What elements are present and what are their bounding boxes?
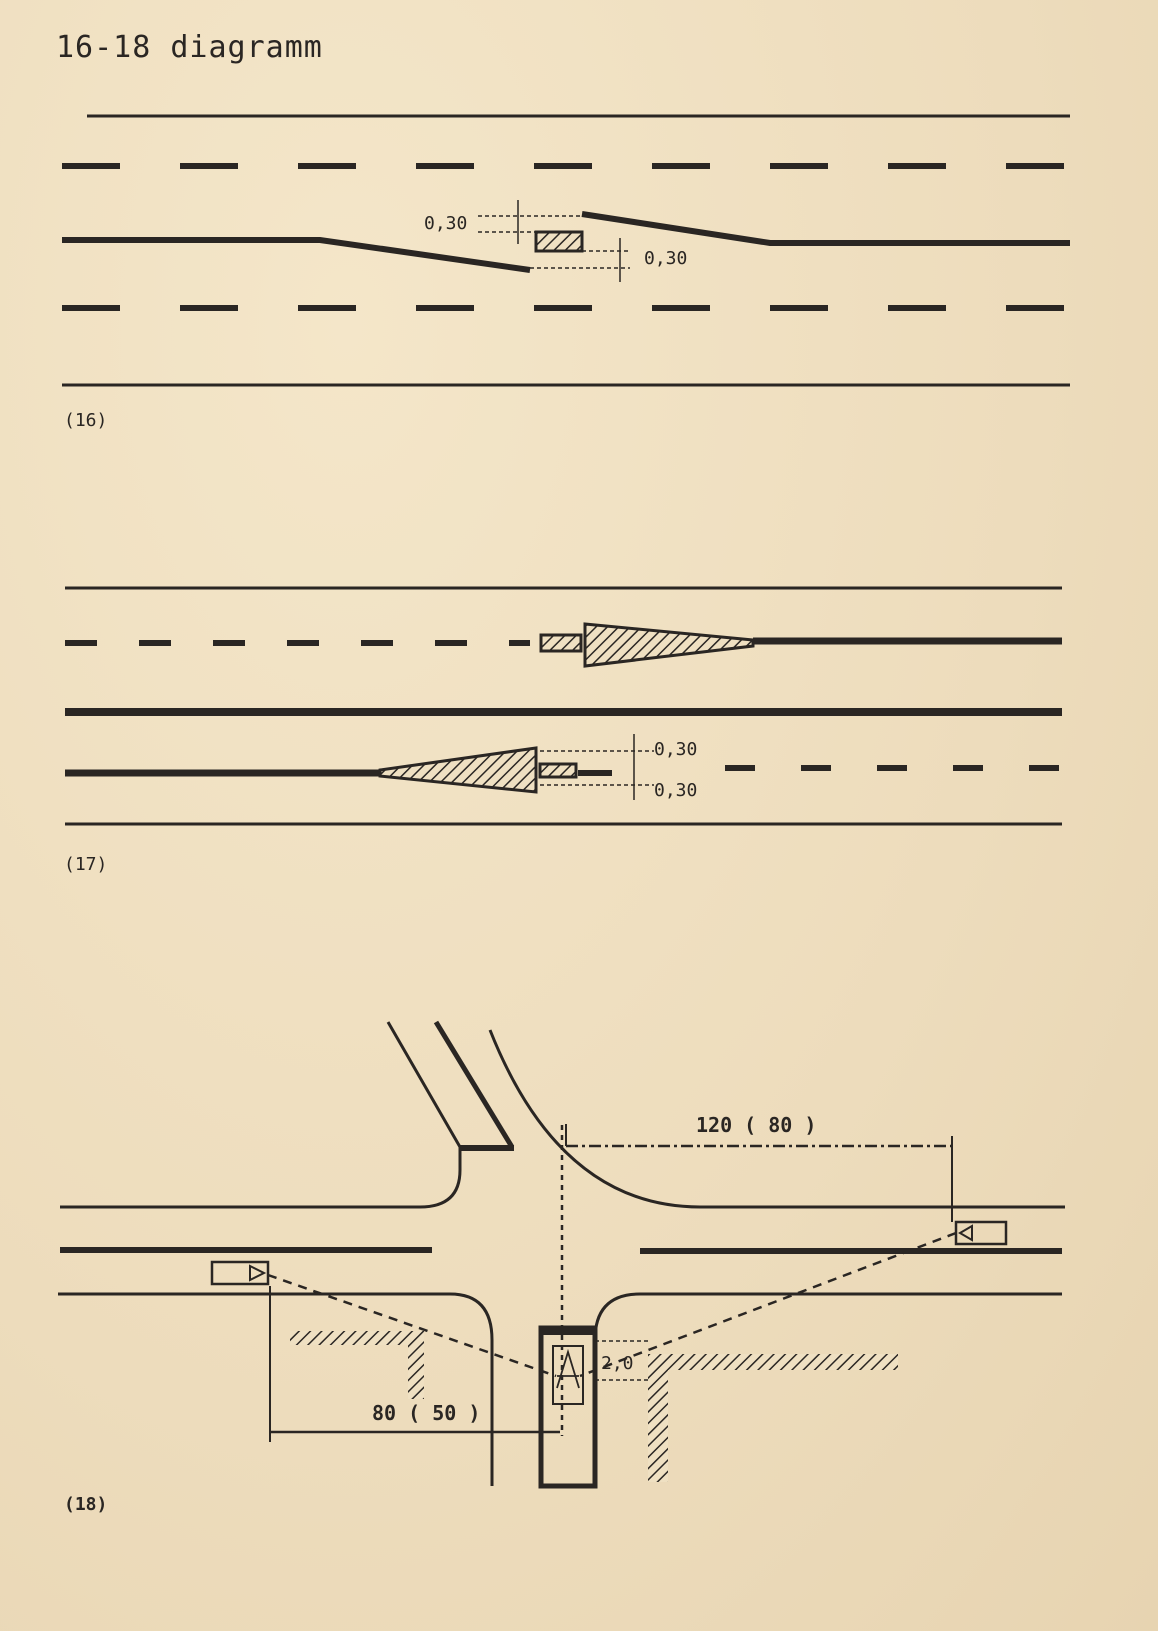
curb-top-right xyxy=(488,1029,1065,1209)
building-left-side xyxy=(408,1331,424,1399)
figure-18 xyxy=(58,1020,1065,1489)
dim-label: 80 ( 50 ) xyxy=(372,1401,480,1425)
car-in-bay-icon xyxy=(552,1345,584,1405)
car-detail xyxy=(556,1348,580,1389)
hatched-taper xyxy=(583,622,755,668)
figure-17 xyxy=(65,586,1062,826)
figure-label: (18) xyxy=(64,1494,107,1515)
hatched-taper xyxy=(378,746,538,794)
dim-label: 0,30 xyxy=(644,248,687,269)
car-left-icon xyxy=(210,1260,270,1286)
building-left-top xyxy=(290,1331,424,1345)
dim-label: 120 ( 80 ) xyxy=(696,1113,816,1137)
curb-bottom-left xyxy=(58,1292,494,1486)
building-right-side xyxy=(648,1354,668,1482)
dim-label: 0,30 xyxy=(654,780,697,801)
curb-top-left xyxy=(60,1147,462,1209)
side-road-edge xyxy=(433,1020,515,1149)
building-right-top xyxy=(648,1354,898,1370)
car-right-icon xyxy=(954,1220,1008,1246)
car-right-front xyxy=(958,1224,973,1242)
side-road-edge xyxy=(386,1021,462,1148)
center-line-right xyxy=(581,211,1070,246)
hatched-island xyxy=(534,230,584,253)
sight-line-right xyxy=(579,1231,957,1378)
figure-label: (17) xyxy=(64,854,107,875)
dim-label: 0,30 xyxy=(424,213,467,234)
hatched-island xyxy=(538,762,578,779)
center-line-left xyxy=(62,237,531,273)
dim-label: 2,0 xyxy=(601,1353,634,1374)
dim-label: 0,30 xyxy=(654,739,697,760)
hatched-island xyxy=(539,633,583,653)
page-title: 16-18 diagramm xyxy=(56,30,323,65)
sight-line-left xyxy=(267,1273,557,1378)
figure-label: (16) xyxy=(64,410,107,431)
figure-16 xyxy=(62,114,1070,387)
car-left-front xyxy=(249,1264,267,1282)
